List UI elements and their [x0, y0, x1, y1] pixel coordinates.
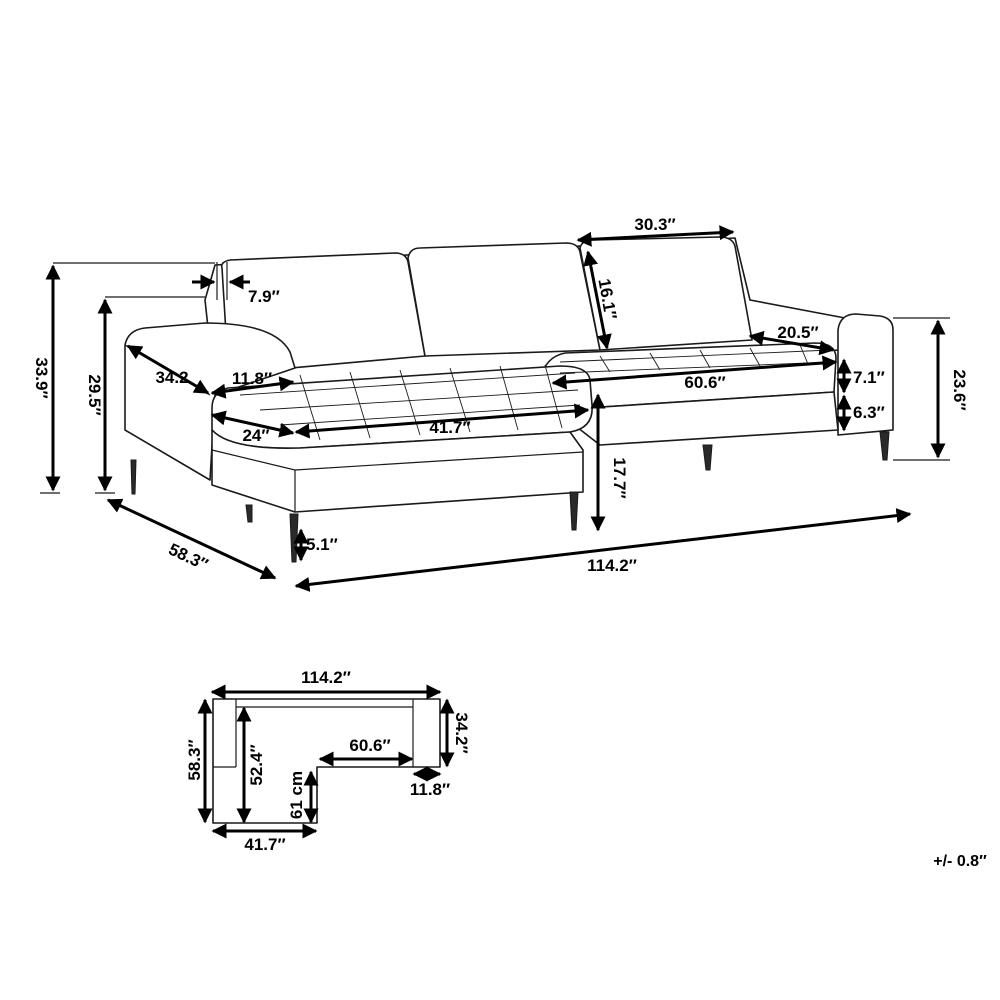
- dim-line-chaise-length: [294, 403, 590, 439]
- label-chaise-width: 24″: [242, 426, 269, 445]
- dim-line-arm-width: [210, 376, 295, 399]
- dim-line-cushion-height: [583, 250, 612, 350]
- tolerance-note: +/- 0.8″: [933, 853, 987, 870]
- dim-line-cushion-width: [576, 225, 735, 247]
- label-height-arm-right: 23.6″: [950, 369, 969, 410]
- label-chaise-length: 41.7″: [429, 418, 470, 437]
- plan-label-sofa-depth: 34.2″: [452, 712, 471, 753]
- dim-line-total-width: [294, 508, 912, 592]
- label-seat-base-height: 6.3″: [853, 403, 885, 422]
- label-sofa-seat-width: 60.6″: [684, 373, 725, 392]
- label-seat-cushion-height: 7.1″: [853, 368, 885, 387]
- dim-line-chaise-depth: [106, 498, 277, 580]
- right-arm: [837, 313, 894, 436]
- plan-label-arm-width: 11.8″: [410, 780, 450, 799]
- label-leg-height: 5.1″: [306, 535, 338, 554]
- plan-label-width: 114.2″: [301, 668, 351, 687]
- label-height-back: 33.9″: [32, 357, 51, 398]
- plan-label-depth: 58.3″: [185, 739, 204, 780]
- back-cushion-middle: [407, 242, 601, 357]
- label-arm-width: 11.8″: [232, 369, 272, 388]
- label-arm-depth: 34.2: [155, 368, 188, 387]
- dim-line-chaise-width: [210, 410, 295, 438]
- dim-line-right-seat-depth: [748, 330, 835, 356]
- dim-line-sofa-seat-width: [551, 355, 838, 390]
- label-height-arm-left: 29.5″: [85, 374, 104, 415]
- plan-view: 114.2″ 58.3″ 52.4″ 61 cm 60.6″ 34.2″ 11.…: [185, 668, 471, 854]
- plan-label-chaise-inner: 61 cm: [287, 771, 306, 819]
- label-cushion-width: 30.3″: [634, 215, 675, 234]
- sofa-illustration: [124, 236, 894, 563]
- label-total-width: 114.2″: [587, 556, 637, 575]
- plan-label-inner-depth: 52.4″: [247, 744, 266, 785]
- plan-label-seat-width: 60.6″: [349, 736, 390, 755]
- perspective-dimensions: 33.9″ 29.5″ 7.9″ 30.3″ 16.1″ 20.5″ 60.6″…: [32, 215, 969, 592]
- label-right-seat-depth: 20.5″: [777, 323, 818, 342]
- plan-label-chaise-width: 41.7″: [244, 835, 285, 854]
- dim-line-arm-depth: [126, 344, 210, 395]
- label-back-thickness: 7.9″: [248, 287, 280, 306]
- label-seat-height: 17.7″: [610, 457, 629, 498]
